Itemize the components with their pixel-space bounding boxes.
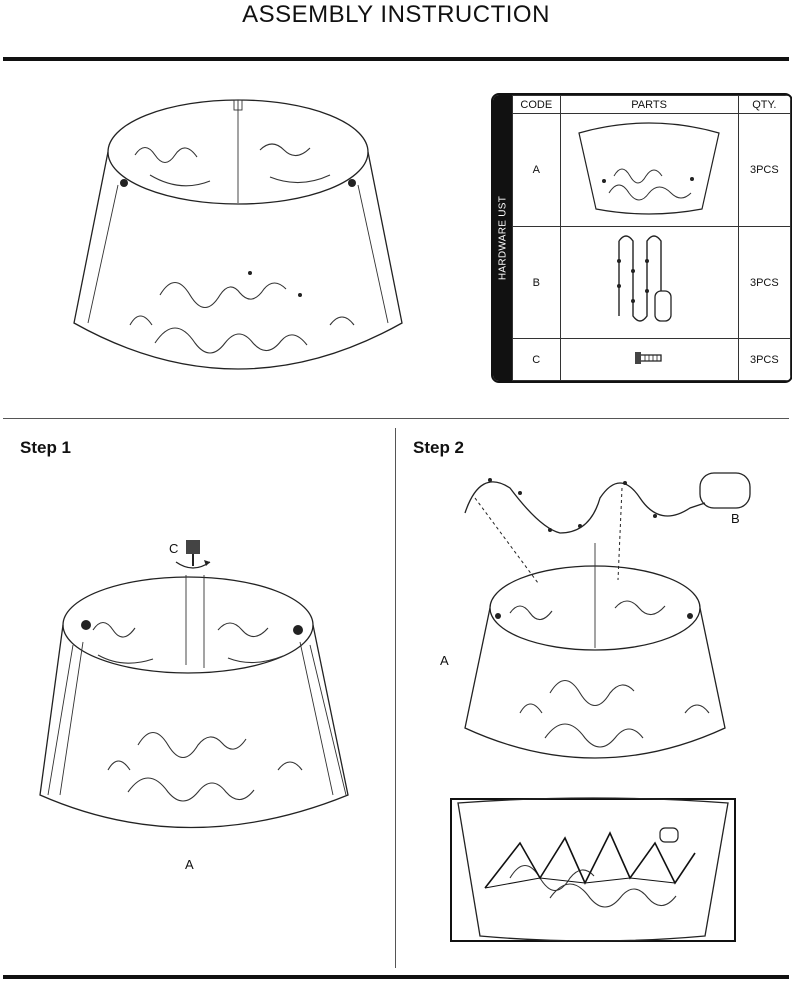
- part-code: B: [512, 226, 561, 339]
- step-1-illustration: [39, 540, 349, 829]
- table-header-row: CODE PARTS QTY.: [512, 95, 791, 114]
- step-divider: [395, 428, 396, 968]
- step-2-label: Step 2: [413, 438, 465, 457]
- section-divider: [3, 418, 789, 419]
- part-code: C: [512, 338, 561, 381]
- step-1-label: Step 1: [20, 438, 72, 457]
- step-2-callout-panel: A: [440, 653, 449, 668]
- step-2-callout-lights: B: [731, 511, 740, 526]
- bottom-divider: [3, 975, 789, 979]
- part-qty: 3PCS: [737, 338, 791, 381]
- column-header-parts: PARTS: [559, 95, 739, 114]
- column-header-qty: QTY.: [737, 95, 791, 114]
- part-image-cell: [559, 226, 739, 339]
- table-row: B 3PCS: [512, 226, 791, 339]
- part-image-cell: [559, 113, 739, 227]
- screw-icon: [635, 352, 662, 364]
- string-lights-icon: [617, 235, 672, 322]
- step-2-illustration: [464, 472, 751, 759]
- hardware-table: CODE PARTS QTY. A 3PCS B: [512, 95, 791, 381]
- table-row: A 3PCS: [512, 113, 791, 227]
- screw-icon: [175, 540, 211, 569]
- part-code: A: [512, 113, 561, 227]
- part-qty: 3PCS: [737, 113, 791, 227]
- hardware-list-side-label: HARDWARE UST: [493, 95, 512, 381]
- string-lights-icon: [464, 472, 751, 534]
- column-header-code: CODE: [512, 95, 561, 114]
- top-divider: [3, 57, 789, 61]
- step-1-callout-panel: A: [185, 857, 194, 872]
- step-2-detail-inset: [450, 797, 736, 942]
- table-row: C 3PCS: [512, 338, 791, 381]
- step-1-callout-screw: C: [169, 541, 179, 556]
- page-title: ASSEMBLY INSTRUCTION: [242, 1, 550, 28]
- tree-collar-panel-icon: [578, 122, 720, 215]
- part-image-cell: [559, 338, 739, 381]
- part-qty: 3PCS: [737, 226, 791, 339]
- assembled-tree-collar-illustration: [73, 99, 403, 370]
- hardware-list: HARDWARE UST CODE PARTS QTY. A 3PCS B: [491, 93, 792, 383]
